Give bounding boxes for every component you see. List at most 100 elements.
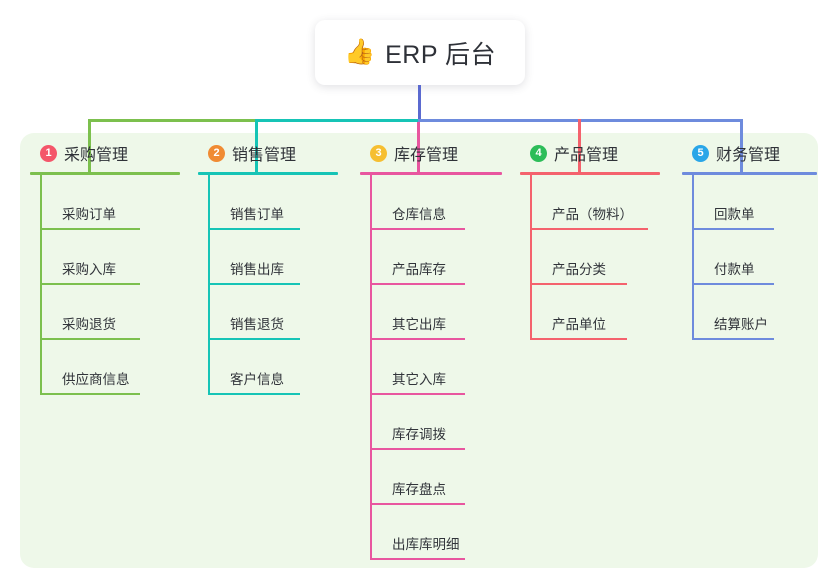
branch-badge-1: 1 <box>40 144 57 162</box>
branch-column-1: 1 采购管理采购订单采购入库采购退货供应商信息 <box>30 140 180 395</box>
drop-line-3 <box>417 122 420 172</box>
leaf-node[interactable]: 付款单 <box>692 230 817 285</box>
thumbs-up-icon: 👍 <box>343 38 376 66</box>
leaf-node-rule <box>530 228 648 230</box>
leaf-node-label: 仓库信息 <box>392 207 446 222</box>
leaf-node-label: 采购入库 <box>62 262 116 277</box>
leaf-node-label: 产品库存 <box>392 262 446 277</box>
branch-items-4: 产品（物料） 产品分类产品单位 <box>530 175 660 340</box>
root-node-label: ERP 后台 <box>385 40 497 69</box>
leaf-node[interactable]: 回款单 <box>692 175 817 230</box>
leaf-node-rule <box>370 558 465 560</box>
leaf-node-label: 其它入库 <box>392 372 446 387</box>
branch-spine-2 <box>208 175 210 395</box>
leaf-node[interactable]: 其它出库 <box>370 285 502 340</box>
leaf-node-label: 付款单 <box>714 262 755 277</box>
leaf-node-rule <box>530 283 627 285</box>
branch-rule-2 <box>198 172 338 175</box>
branch-rule-5 <box>682 172 817 175</box>
leaf-node-label: 销售出库 <box>230 262 284 277</box>
drop-line-5 <box>740 119 743 172</box>
leaf-node[interactable]: 客户信息 <box>208 340 338 395</box>
leaf-node-rule <box>370 283 465 285</box>
leaf-node[interactable]: 产品单位 <box>530 285 660 340</box>
leaf-node-label: 库存调拨 <box>392 427 446 442</box>
leaf-node-rule <box>692 283 774 285</box>
branch-title-2: 销售管理 <box>232 147 297 164</box>
leaf-node-rule <box>208 228 300 230</box>
leaf-node[interactable]: 库存盘点 <box>370 450 502 505</box>
leaf-node-rule <box>692 228 774 230</box>
branch-header-3[interactable]: 3 库存管理 <box>360 140 502 166</box>
leaf-node-rule <box>370 448 465 450</box>
root-node[interactable]: 👍 ERP 后台 <box>315 20 525 85</box>
branch-items-5: 回款单付款单结算账户 <box>692 175 817 340</box>
drop-line-2 <box>255 119 258 172</box>
leaf-node-rule <box>208 283 300 285</box>
leaf-node[interactable]: 采购退货 <box>40 285 180 340</box>
leaf-node[interactable]: 仓库信息 <box>370 175 502 230</box>
branch-items-1: 采购订单采购入库采购退货供应商信息 <box>40 175 180 395</box>
branch-column-3: 3 库存管理仓库信息产品库存其它出库其它入库库存调拨库存盘点出库库明细 <box>360 140 502 560</box>
leaf-node[interactable]: 其它入库 <box>370 340 502 395</box>
leaf-node-rule <box>208 338 300 340</box>
branch-items-2: 销售订单销售出库销售退货客户信息 <box>208 175 338 395</box>
branch-rule-4 <box>520 172 660 175</box>
leaf-node-label: 采购订单 <box>62 207 116 222</box>
leaf-node-label: 结算账户 <box>714 317 768 332</box>
leaf-node[interactable]: 销售订单 <box>208 175 338 230</box>
leaf-node-label: 产品（物料） <box>552 207 633 222</box>
leaf-node-label: 客户信息 <box>230 372 284 387</box>
branch-spine-3 <box>370 175 372 560</box>
leaf-node[interactable]: 结算账户 <box>692 285 817 340</box>
leaf-node-label: 采购退货 <box>62 317 116 332</box>
leaf-node[interactable]: 库存调拨 <box>370 395 502 450</box>
leaf-node-label: 销售订单 <box>230 207 284 222</box>
leaf-node-rule <box>370 338 465 340</box>
leaf-node-rule <box>370 228 465 230</box>
branch-rule-3 <box>360 172 502 175</box>
leaf-node-label: 库存盘点 <box>392 482 446 497</box>
bus-segment-2 <box>255 119 421 122</box>
branch-spine-1 <box>40 175 42 395</box>
leaf-node[interactable]: 销售出库 <box>208 230 338 285</box>
diagram-panel <box>20 133 818 568</box>
branch-badge-3: 3 <box>370 144 387 162</box>
leaf-node-label: 销售退货 <box>230 317 284 332</box>
leaf-node-rule <box>530 338 627 340</box>
leaf-node-rule <box>40 228 140 230</box>
leaf-node-label: 供应商信息 <box>62 372 130 387</box>
leaf-node[interactable]: 产品分类 <box>530 230 660 285</box>
leaf-node[interactable]: 销售退货 <box>208 285 338 340</box>
branch-rule-1 <box>30 172 180 175</box>
leaf-node-label: 其它出库 <box>392 317 446 332</box>
branch-badge-5: 5 <box>692 144 709 162</box>
leaf-node-rule <box>40 338 140 340</box>
leaf-node[interactable]: 采购入库 <box>40 230 180 285</box>
branch-title-4: 产品管理 <box>554 147 619 164</box>
leaf-node[interactable]: 出库库明细 <box>370 505 502 560</box>
leaf-node-rule <box>208 393 300 395</box>
leaf-node-rule <box>40 393 140 395</box>
drop-line-1 <box>88 119 91 172</box>
branch-spine-5 <box>692 175 694 340</box>
leaf-node[interactable]: 产品库存 <box>370 230 502 285</box>
trunk-line <box>418 85 421 122</box>
leaf-node-label: 产品分类 <box>552 262 606 277</box>
branch-title-1: 采购管理 <box>64 147 129 164</box>
leaf-node[interactable]: 产品（物料） <box>530 175 660 230</box>
leaf-node[interactable]: 供应商信息 <box>40 340 180 395</box>
leaf-node[interactable]: 采购订单 <box>40 175 180 230</box>
branch-spine-4 <box>530 175 532 340</box>
branch-header-1[interactable]: 1 采购管理 <box>30 140 180 166</box>
branch-title-3: 库存管理 <box>394 147 459 164</box>
bus-segment-1 <box>88 119 255 122</box>
leaf-node-rule <box>40 283 140 285</box>
leaf-node-label: 出库库明细 <box>392 537 460 552</box>
